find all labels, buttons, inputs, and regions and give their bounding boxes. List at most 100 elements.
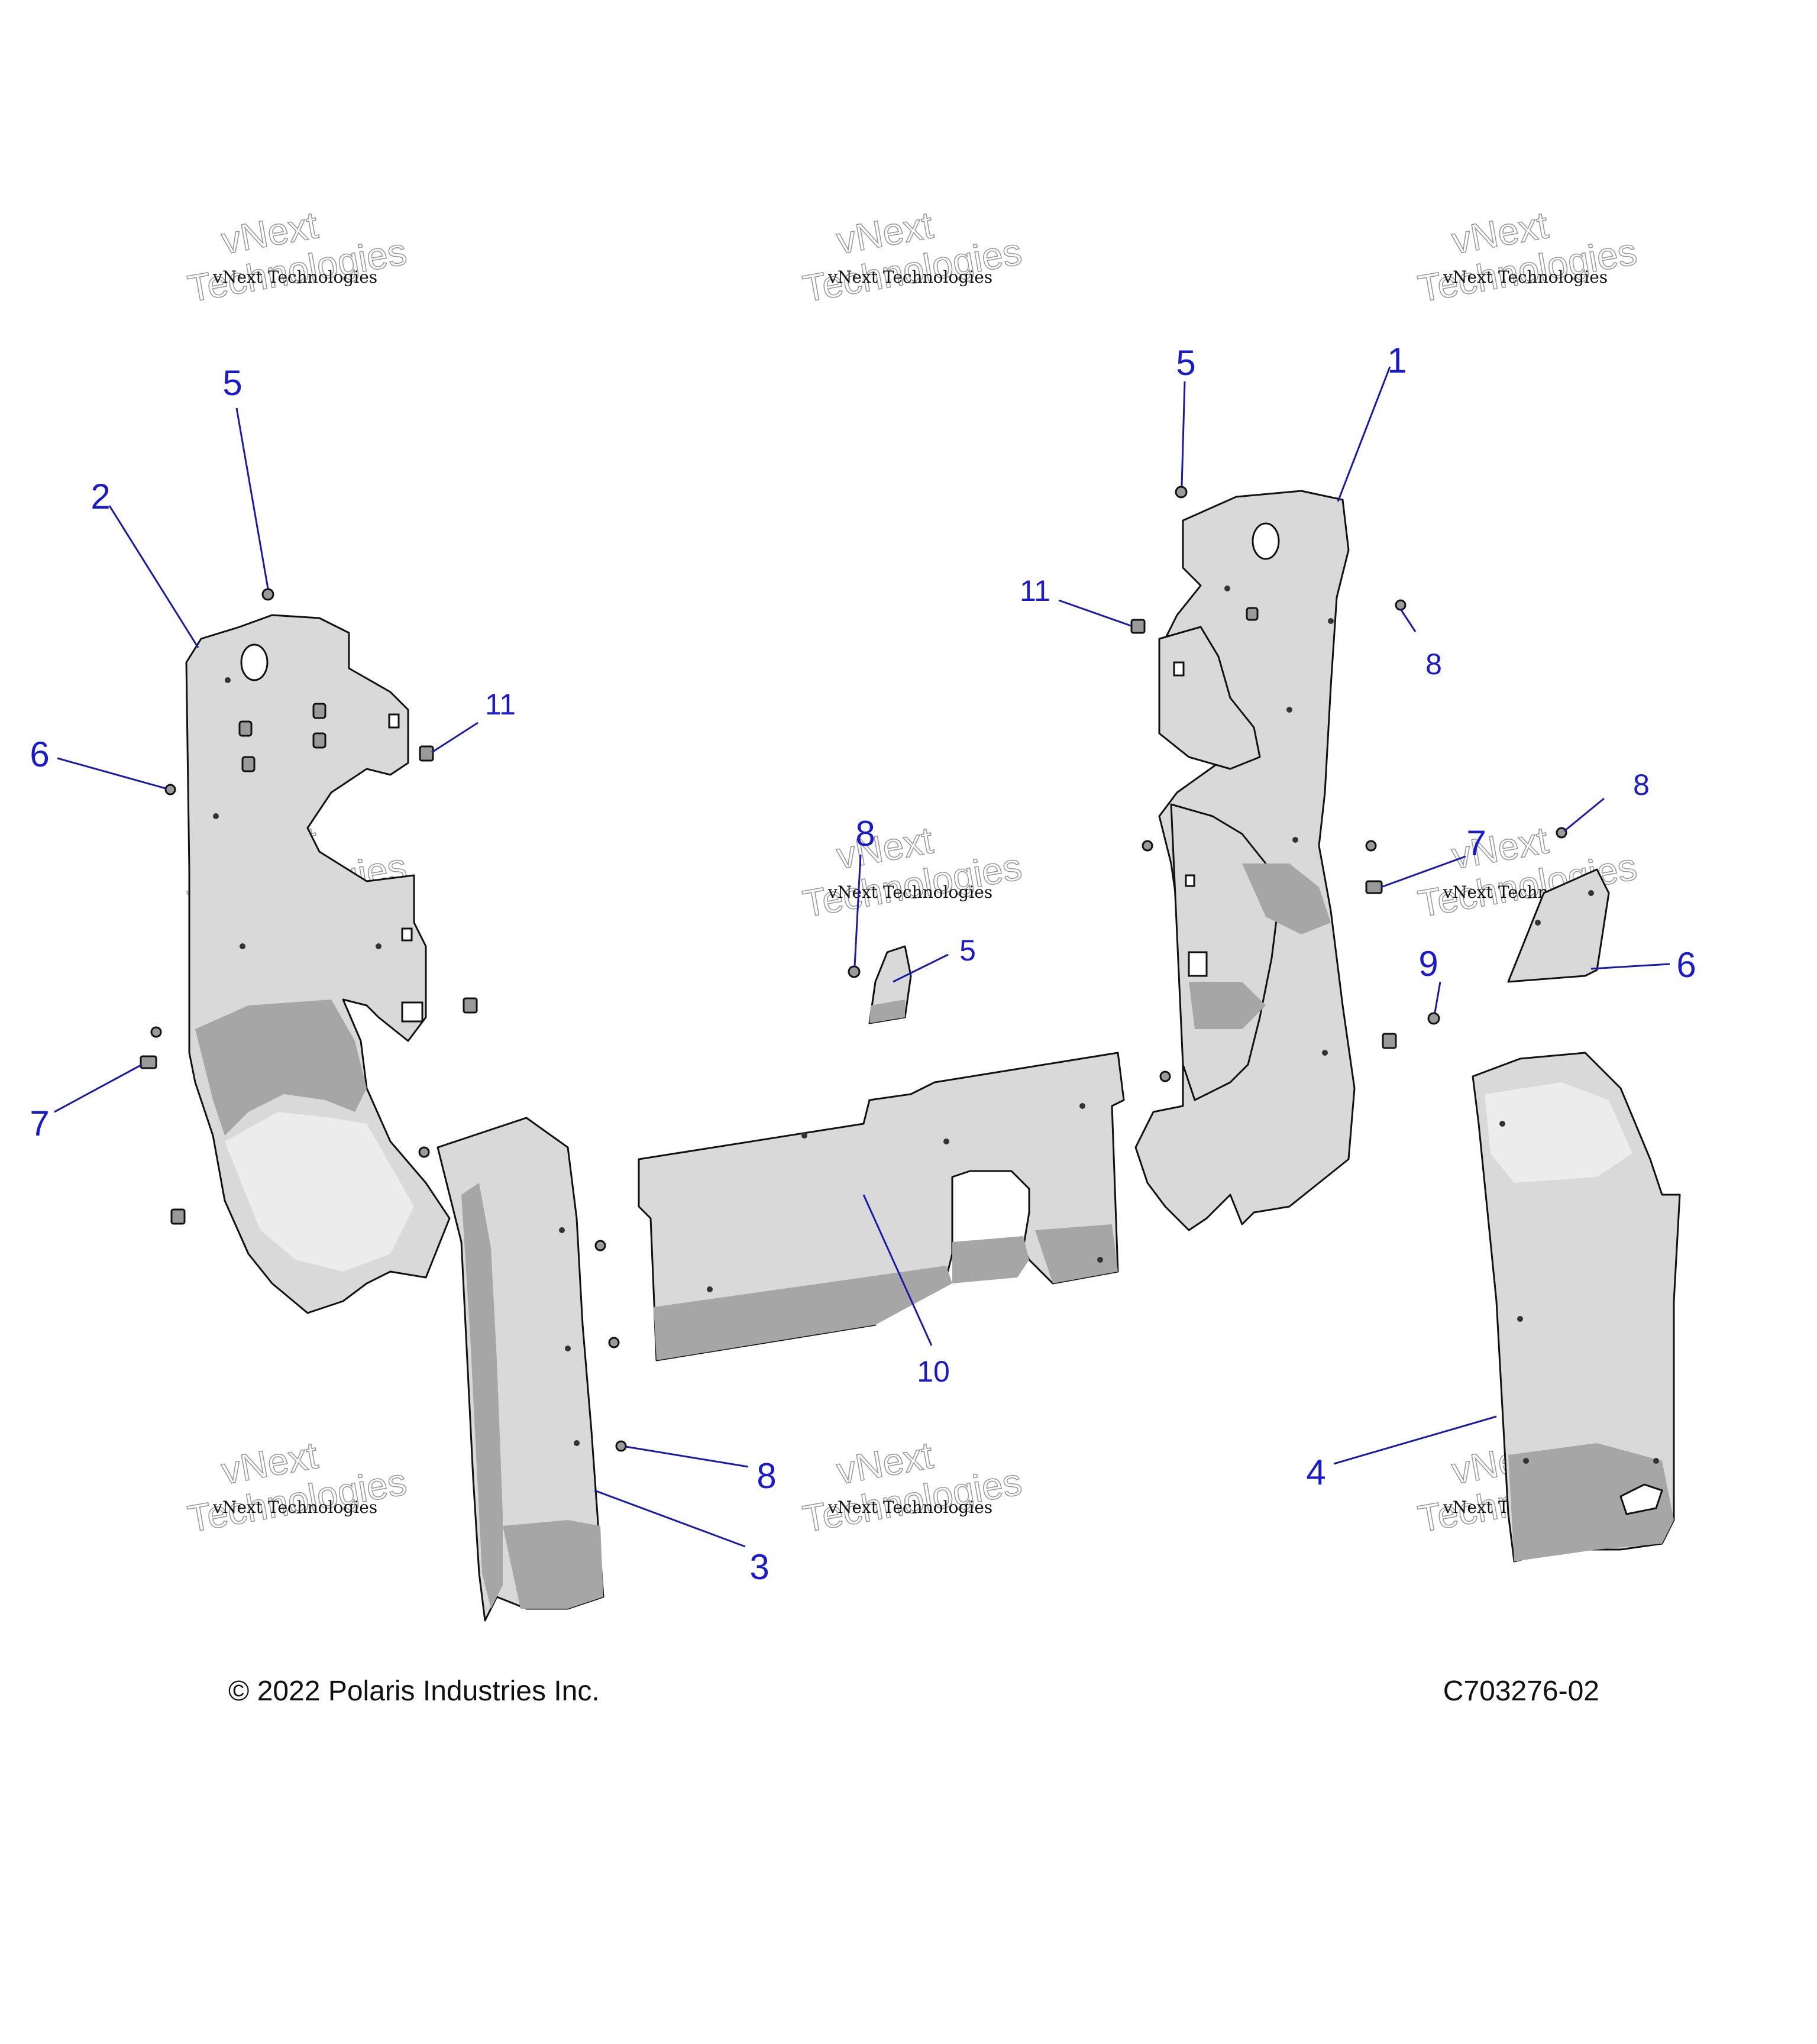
leader-7a — [54, 1063, 143, 1113]
leader-8d — [625, 1445, 749, 1468]
part-3-edge-shade — [461, 1183, 503, 1609]
part-2-slot — [388, 713, 400, 729]
part-10-wide-panel — [638, 1052, 1125, 1361]
part-3-narrow-panel — [437, 1117, 604, 1622]
part-10-dot — [1079, 1103, 1085, 1109]
screw-icon — [164, 784, 176, 795]
part-10-dot — [801, 1133, 807, 1139]
screw-icon — [1556, 827, 1567, 839]
part-6-plate-outline — [1507, 868, 1610, 983]
part-2-shade — [195, 1000, 367, 1136]
copyright-text: © 2022 Polaris Industries Inc. — [228, 1676, 600, 1707]
part-2-highlight — [225, 1112, 414, 1272]
part-3-dot — [574, 1440, 580, 1446]
screw-icon — [594, 1240, 606, 1251]
clip-nut-icon — [463, 997, 478, 1014]
leader-6a — [57, 757, 166, 790]
push-rivet-icon — [848, 965, 861, 978]
part-2-stud — [312, 703, 326, 719]
part-1-dot — [1328, 618, 1334, 624]
leader-9 — [1434, 981, 1441, 1013]
leader-5a — [235, 407, 269, 589]
part-1-stud — [1246, 607, 1259, 621]
screw-icon — [1365, 840, 1377, 852]
part-6-small-plate — [1507, 868, 1610, 983]
callout-7-right: 7 — [1466, 823, 1486, 863]
part-5-bracket-shade — [869, 1000, 905, 1023]
callout-11-right: 11 — [1020, 574, 1050, 607]
clip-nut-icon — [1130, 619, 1146, 634]
screw-icon — [418, 1146, 430, 1158]
part-10-dot — [943, 1139, 949, 1144]
part-1-dot — [1292, 837, 1298, 843]
drawing-number: C703276-02 — [1443, 1676, 1599, 1707]
callout-8-far-right: 8 — [1633, 768, 1650, 801]
part-2-dot — [225, 677, 231, 683]
part-4-right-panel — [1472, 1052, 1681, 1563]
part-10-tab-shade — [952, 1236, 1029, 1283]
leader-11a — [1058, 599, 1131, 627]
watermark-line1: vNext Technologies — [212, 1498, 377, 1517]
part-2-slot — [401, 1001, 423, 1023]
part-2-left-panel — [185, 614, 451, 1314]
leader-5c — [893, 953, 949, 983]
clip-nut-icon — [1365, 880, 1383, 894]
part-1-slot — [1185, 874, 1195, 887]
part-2-dot — [213, 813, 219, 819]
callout-11-left: 11 — [485, 688, 516, 721]
callout-4: 4 — [1306, 1453, 1325, 1492]
callout-10: 10 — [917, 1355, 950, 1388]
part-4-slot — [1619, 1483, 1663, 1515]
leader-4 — [1333, 1415, 1497, 1465]
leader-3 — [594, 1489, 746, 1548]
part-3-dot — [565, 1346, 571, 1351]
clip-nut-icon — [1382, 1033, 1397, 1049]
screw-icon — [150, 1026, 162, 1038]
watermark-bottom-center: vNext Technologies vNext Technologies — [799, 1433, 1025, 1541]
callout-6-right: 6 — [1676, 945, 1696, 985]
screw-icon — [1142, 840, 1153, 852]
part-10-dot — [1097, 1257, 1103, 1263]
leader-10 — [862, 1194, 933, 1346]
callout-7-left: 7 — [30, 1104, 49, 1143]
watermark-line1: vNext Technologies — [212, 267, 377, 287]
part-2-stud — [241, 756, 256, 772]
leader-8b — [1564, 797, 1605, 832]
leader-8a — [1399, 609, 1417, 632]
callout-9: 9 — [1418, 944, 1438, 984]
part-6-plate-dot — [1535, 920, 1541, 926]
watermark-line1: vNext Technologies — [827, 1498, 992, 1517]
part-4-dot — [1653, 1458, 1659, 1464]
callout-5-right: 5 — [1176, 343, 1195, 383]
watermark-line1: vNext Technologies — [827, 267, 992, 287]
clip-nut-icon — [170, 1208, 186, 1225]
part-1-slot — [1173, 661, 1185, 677]
part-3-dot — [559, 1227, 565, 1233]
leader-8c — [853, 854, 862, 967]
part-4-dot — [1517, 1316, 1523, 1322]
leader-1 — [1337, 366, 1391, 502]
push-rivet-icon — [261, 588, 274, 601]
callout-8-center: 8 — [855, 814, 875, 853]
part-2-stud — [312, 732, 326, 749]
callout-2: 2 — [90, 477, 110, 516]
part-2-dot — [376, 943, 381, 949]
watermark-top-right: vNext Technologies vNext Technologies — [1414, 203, 1640, 311]
leader-5b — [1181, 381, 1186, 487]
part-1-slot — [1188, 951, 1208, 977]
part-4-dot — [1499, 1121, 1505, 1127]
part-2-hole — [240, 643, 269, 681]
callout-8-right-upper: 8 — [1425, 648, 1442, 681]
part-1-dot — [1322, 1050, 1328, 1056]
part-1-dot — [1286, 707, 1292, 713]
watermark-top-center: vNext Technologies vNext Technologies — [799, 203, 1025, 311]
screw-icon — [608, 1337, 620, 1348]
part-10-bottom-shade-right — [1035, 1224, 1118, 1283]
callout-5-left: 5 — [222, 363, 242, 403]
part-2-stud — [238, 720, 253, 737]
clip-nut-icon — [140, 1055, 157, 1069]
watermark-mid-center: vNext Technologies vNext Technologies — [799, 818, 1025, 926]
part-4-bottom-shade — [1508, 1443, 1674, 1561]
part-10-dot — [707, 1286, 713, 1292]
